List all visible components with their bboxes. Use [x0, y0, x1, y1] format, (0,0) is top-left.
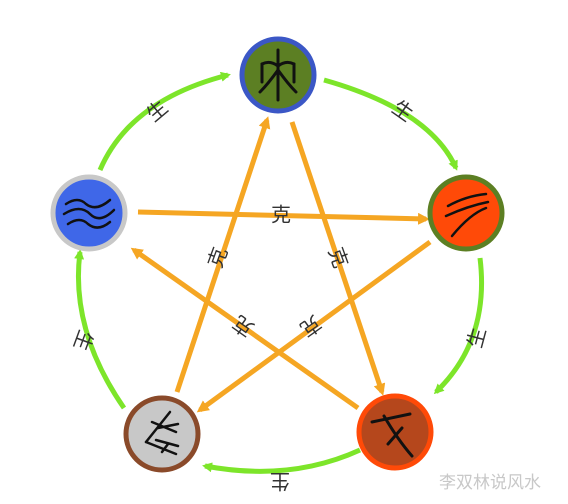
control-label-metal-wood: 克: [203, 244, 232, 271]
control-label-water-fire: 克: [271, 203, 291, 227]
control-cycle: [130, 116, 432, 413]
control-arrow-wood-earth: [289, 121, 386, 396]
control-labels: 克 克 克 克 克: [203, 203, 353, 342]
control-arrow-fire-metal: [196, 239, 432, 413]
earth-glyph-icon: [370, 412, 414, 458]
generate-arrow-water-wood: [97, 71, 231, 171]
node-wood: [239, 36, 317, 114]
control-label-wood-earth: 克: [324, 244, 353, 271]
generate-label-earth-metal: 生: [270, 470, 290, 494]
control-arrow-metal-wood: [174, 116, 271, 393]
water-glyph-icon: [62, 198, 116, 229]
node-earth: [356, 393, 434, 471]
fire-glyph-icon: [444, 192, 490, 238]
wood-glyph-icon: [258, 48, 298, 102]
control-arrow-water-fire: [137, 209, 430, 225]
metal-glyph-icon: [144, 410, 180, 456]
node-fire: [427, 174, 505, 252]
node-metal: [123, 395, 201, 473]
node-water: [50, 174, 128, 252]
generate-arrow-fire-earth: [433, 257, 485, 395]
generate-cycle: [74, 71, 485, 474]
generate-arrow-earth-metal: [202, 447, 362, 474]
control-arrow-earth-water: [130, 247, 360, 411]
generate-arrow-wood-fire: [323, 77, 459, 171]
watermark: 李双林说风水: [439, 473, 541, 493]
generate-label-metal-water: 生: [69, 327, 98, 354]
generate-arrow-metal-water: [74, 249, 127, 410]
